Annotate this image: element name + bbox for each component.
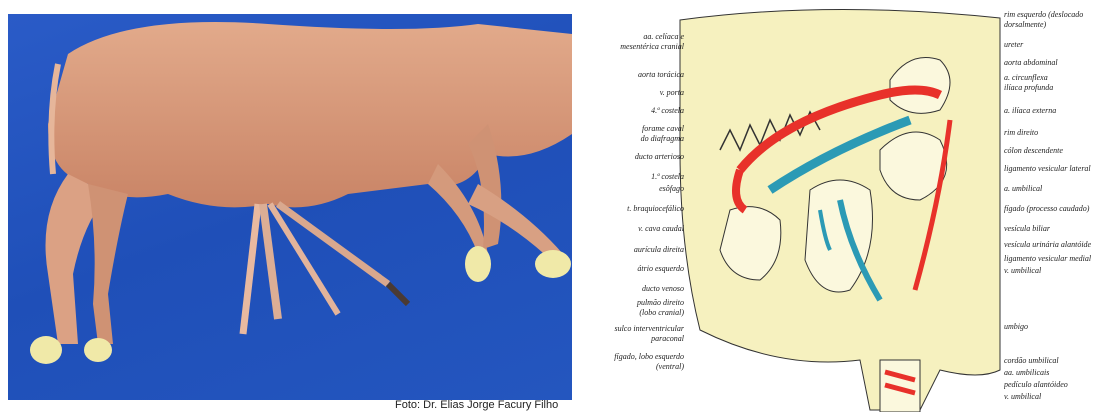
label-figado-lobo-esquerdo: fígado, lobo esquerdo: [614, 352, 684, 361]
label-colon-descendente: cólon descendente: [1004, 146, 1063, 155]
label-v-umbilical-cord: v. umbilical: [1004, 392, 1041, 401]
label-vesicula-urinaria: vesícula urinária alantóide: [1004, 240, 1091, 249]
label-rim-direito: rim direito: [1004, 128, 1038, 137]
label-umbigo: umbigo: [1004, 322, 1028, 331]
label-ligamento-vesicular-lateral: ligamento vesicular lateral: [1004, 164, 1091, 173]
label-aorta-toracica: aorta torácica: [638, 70, 684, 79]
label-a-umbilical: a. umbilical: [1004, 184, 1042, 193]
label-vesicula-biliar: vesícula biliar: [1004, 224, 1050, 233]
label-cava-caudal: v. cava caudal: [638, 224, 684, 233]
label-auricula-direita: aurícula direita: [634, 245, 684, 254]
label-pulmao-direito: pulmão direito: [637, 298, 684, 307]
label-ducto-venoso: ducto venoso: [642, 284, 684, 293]
label-paraconal: paraconal: [651, 334, 684, 343]
label-rim-esquerdo: rim esquerdo (deslocado: [1004, 10, 1083, 19]
label-1-costela: 1.ª costela: [651, 172, 684, 181]
calf-illustration: [8, 14, 572, 400]
label-atrio-esquerdo: átrio esquerdo: [637, 264, 684, 273]
label-v-umbilical: v. umbilical: [1004, 266, 1041, 275]
left-label-column: aa. celíaca e mesentérica cranial aorta …: [580, 0, 684, 412]
label-forame-caval: forame caval: [642, 124, 684, 133]
label-v-porta: v. porta: [660, 88, 684, 97]
hoof: [84, 338, 112, 362]
hoof: [465, 246, 491, 282]
label-4-costela: 4.ª costela: [651, 106, 684, 115]
label-circunflexa: a. circunflexa: [1004, 73, 1048, 82]
label-aa-umbilicais: aa. umbilicais: [1004, 368, 1049, 377]
label-aorta-abdominal: aorta abdominal: [1004, 58, 1058, 67]
label-ventral: (ventral): [656, 362, 684, 371]
hind-leg-right: [88, 184, 128, 344]
umbilical-cord: [243, 204, 258, 334]
label-dorsalmente: dorsalmente): [1004, 20, 1046, 29]
label-lobo-cranial: (lobo cranial): [639, 308, 684, 317]
umbilical-cord: [263, 204, 278, 319]
label-aa-celiaca: aa. celíaca e: [643, 32, 684, 41]
label-mesenterica-cranial: mesentérica cranial: [620, 42, 684, 51]
label-do-diafragma: do diafragma: [641, 134, 684, 143]
umbilical-cord-tip: [388, 284, 408, 304]
photo-credit: Foto: Dr. Elias Jorge Facury Filho: [395, 399, 558, 411]
label-cordao-umbilical: cordão umbilical: [1004, 356, 1059, 365]
anatomy-diagram: aa. celíaca e mesentérica cranial aorta …: [580, 0, 1105, 412]
calf-photo: [8, 14, 572, 400]
label-iliaca-externa: a. ilíaca externa: [1004, 106, 1056, 115]
hoof: [30, 336, 62, 364]
label-ducto-arterioso: ducto arterioso: [635, 152, 684, 161]
label-ligamento-vesicular-medial: ligamento vesicular medial: [1004, 254, 1091, 263]
label-braquiocefalico: t. braquiocefálico: [627, 204, 684, 213]
label-sulco-interventricular: sulco interventricular: [614, 324, 684, 333]
label-ureter: ureter: [1004, 40, 1023, 49]
label-esofago: esôfago: [659, 184, 684, 193]
right-label-column: rim esquerdo (deslocado dorsalmente) ure…: [1004, 0, 1105, 412]
label-iliaca-profunda: ilíaca profunda: [1004, 83, 1053, 92]
hoof: [535, 250, 571, 278]
label-pediculo-alantoideo: pedículo alantóideo: [1004, 380, 1068, 389]
label-processo-caudado: fígado (processo caudado): [1004, 204, 1089, 213]
